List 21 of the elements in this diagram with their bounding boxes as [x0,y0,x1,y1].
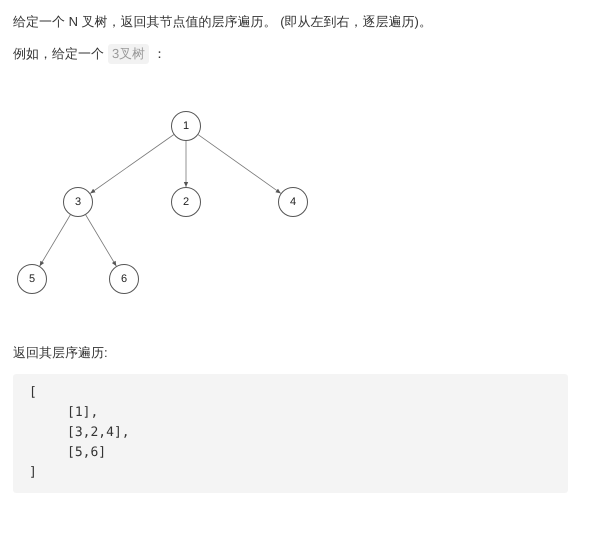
paragraph-text: 返回其层序遍历: [13,344,108,362]
code-line: [1], [67,405,98,421]
node-circle: 4 [278,187,308,217]
arrow [90,134,174,194]
inline-code: 3叉树 [108,44,150,64]
code-line: [5,6] [67,445,106,461]
arrow [184,140,188,188]
arrow [85,214,117,267]
arrow [39,214,71,267]
node-circle: 3 [63,187,93,217]
code-line: ] [29,465,37,481]
code-line: [3,2,4], [67,425,130,441]
code-line: [ [29,385,37,401]
punctuation-text: ： [153,45,166,63]
node-circle: 6 [109,264,139,294]
sentence-text: 例如，给定一个 [13,45,104,63]
node-circle: 5 [17,264,47,294]
arrow [198,134,282,194]
node-circle: 2 [171,187,201,217]
node-circle: 1 [171,111,201,141]
paragraph-text: 给定一个 N 叉树，返回其节点值的层序遍历。 (即从左到右，逐层遍历)。 [13,13,432,31]
